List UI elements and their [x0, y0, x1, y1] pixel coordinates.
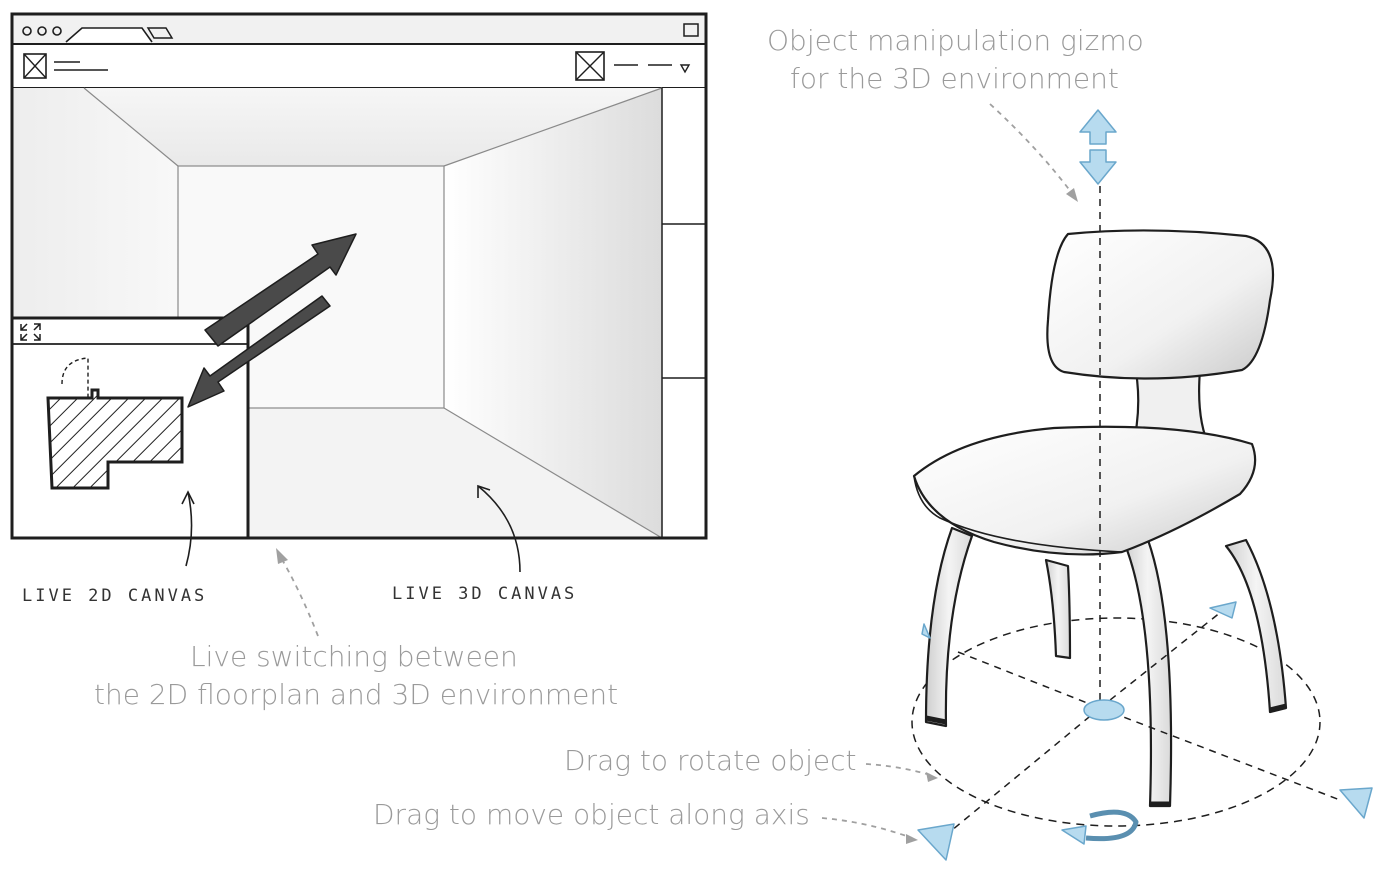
callout-move: Drag to move object along axis: [373, 798, 810, 831]
callout-rotate: Drag to rotate object: [564, 744, 857, 777]
caret-down-icon: [679, 64, 691, 74]
move-axis-handle-right-icon[interactable]: [1339, 787, 1373, 819]
move-axis-handle-left-icon[interactable]: [917, 823, 955, 861]
expand-icon[interactable]: [20, 323, 41, 341]
label-live-3d-canvas: LIVE 3D CANVAS: [392, 584, 578, 604]
gizmo-axes: [939, 186, 1341, 841]
callout-gizmo-line1: Object manipulation gizmo: [767, 24, 1144, 57]
callout-switch-line1: Live switching between: [190, 640, 518, 673]
pointer-3d: [477, 485, 521, 573]
image-placeholder-icon: [23, 53, 47, 79]
move-vertical-handle-icon[interactable]: [1079, 109, 1117, 185]
rotate-handle-icon[interactable]: [1061, 809, 1139, 845]
gizmo-center-handle[interactable]: [1083, 699, 1125, 721]
image-placeholder-icon-right: [575, 51, 605, 81]
pointer-2d: [185, 491, 193, 567]
callout-switch-line2: the 2D floorplan and 3D environment: [94, 678, 619, 711]
floorplan-shape: [46, 357, 184, 490]
gizmo-handles: [917, 109, 1373, 861]
move-axis-handle-back-left-icon[interactable]: [921, 623, 931, 639]
move-axis-handle-back-icon[interactable]: [1209, 601, 1237, 619]
callout-arrowheads: [276, 188, 1078, 844]
live-2d-canvas-sketch: [10, 316, 250, 540]
switch-arrows-icon: [187, 233, 357, 408]
chair-sketch: [911, 229, 1321, 827]
browser-window-sketch: [10, 12, 708, 573]
callout-gizmo-line2: for the 3D environment: [790, 62, 1119, 95]
label-live-2d-canvas: LIVE 2D CANVAS: [22, 586, 208, 606]
